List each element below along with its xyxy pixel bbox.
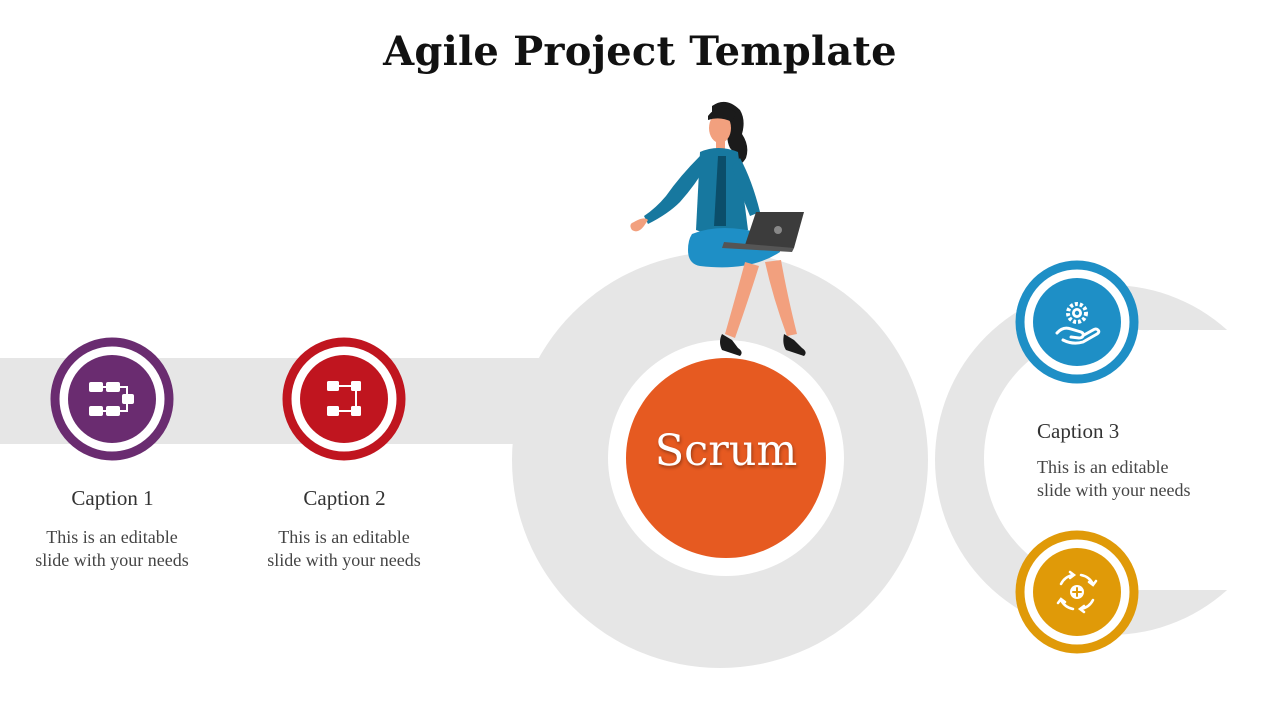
caption-1-title: Caption 1 (71, 486, 154, 510)
caption-2-desc-line-2: slide with your needs (267, 550, 421, 570)
flowchart-badge (282, 337, 406, 461)
caption-3-desc-line-1: This is an editable (1037, 457, 1169, 477)
workflow-icon (89, 382, 134, 416)
caption-2-desc-line-1: This is an editable (278, 527, 410, 547)
caption-1-description: This is an editable slide with your need… (20, 526, 204, 572)
caption-2-description: This is an editable slide with your need… (252, 526, 436, 572)
woman-with-laptop-illustration (630, 101, 806, 356)
cycle-plus-icon (1056, 570, 1098, 614)
caption-1-desc-line-1: This is an editable (46, 527, 178, 547)
gear-hand-icon (1055, 302, 1101, 345)
caption-3-title: Caption 3 (1037, 419, 1120, 443)
slide-title: Agile Project Template (383, 28, 897, 75)
caption-3-desc-line-2: slide with your needs (1037, 480, 1191, 500)
caption-1-desc-line-2: slide with your needs (35, 550, 189, 570)
flowchart-icon (327, 381, 361, 416)
cycle-badge (1015, 530, 1139, 654)
caption-3-description: This is an editable slide with your need… (1037, 456, 1257, 502)
caption-2-title: Caption 2 (303, 486, 386, 510)
scrum-circle (626, 358, 826, 558)
scrum-label: Scrum (654, 426, 798, 476)
workflow-badge (50, 337, 174, 461)
gear-hand-badge (1015, 260, 1139, 384)
